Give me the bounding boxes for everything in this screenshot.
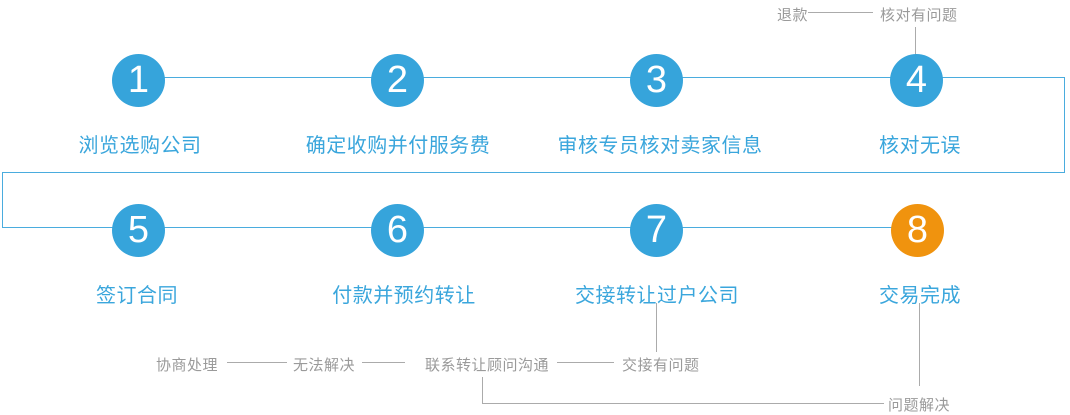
flow-line-left-down: [2, 172, 3, 228]
flow-line-middle: [2, 172, 1065, 173]
step-label-8: 交易完成: [879, 285, 961, 307]
step-circle-5: 5: [112, 204, 165, 257]
connector-unsolvable-negotiate: [227, 362, 287, 363]
connector-contact-unsolvable: [362, 362, 405, 363]
step-label-4: 核对无误: [879, 135, 961, 157]
step-number-3: 3: [645, 58, 668, 101]
note-handover-issue: 交接有问题: [622, 357, 700, 374]
step-label-2: 确定收购并付服务费: [305, 135, 491, 157]
step-number-5: 5: [127, 208, 150, 251]
step-circle-8: 8: [891, 204, 944, 257]
step-circle-6: 6: [371, 204, 424, 257]
step-circle-7: 7: [630, 204, 683, 257]
note-contact-advisor: 联系转让顾问沟通: [425, 357, 550, 374]
note-unsolvable: 无法解决: [293, 357, 356, 374]
flow-line-row2: [2, 227, 918, 228]
connector-checkissue-step4: [915, 27, 916, 55]
step-circle-4: 4: [890, 54, 943, 107]
step-label-5: 签订合同: [96, 285, 178, 307]
connector-refund-checkissue: [808, 12, 873, 13]
flow-line-row1: [138, 77, 1064, 78]
step-circle-2: 2: [371, 54, 424, 107]
step-label-7: 交接转让过户公司: [575, 285, 739, 307]
flow-line-right-down: [1064, 77, 1065, 173]
step-circle-3: 3: [630, 54, 683, 107]
step-label-6: 付款并预约转让: [332, 285, 476, 307]
step-number-7: 7: [645, 208, 668, 251]
step-label-3: 审核专员核对卖家信息: [557, 135, 763, 157]
connector-contact-down: [482, 377, 483, 404]
note-negotiate: 协商处理: [156, 357, 219, 374]
note-check-issue: 核对有问题: [880, 7, 958, 24]
step-number-8: 8: [906, 208, 929, 251]
step-number-1: 1: [127, 58, 150, 101]
note-problem-solved: 问题解决: [888, 397, 951, 414]
step-number-2: 2: [386, 58, 409, 101]
step-number-4: 4: [905, 58, 928, 101]
step-circle-1: 1: [112, 54, 165, 107]
connector-handoverissue-contact: [557, 362, 614, 363]
note-refund: 退款: [777, 7, 809, 24]
connector-contact-solved: [482, 403, 884, 404]
step-label-1: 浏览选购公司: [78, 135, 202, 157]
step-number-6: 6: [386, 208, 409, 251]
connector-step8-solved: [919, 303, 920, 386]
connector-step7-handoverissue: [656, 303, 657, 352]
